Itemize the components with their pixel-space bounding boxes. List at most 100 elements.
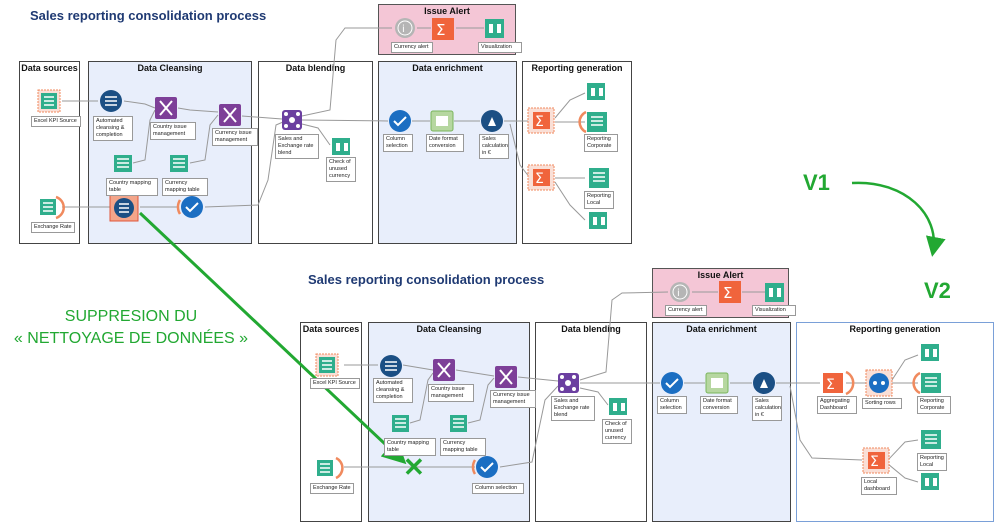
v1-wire [301, 123, 331, 146]
v1-formula-icon-currency [219, 104, 241, 126]
v1-info-icon: i [395, 18, 415, 38]
v1-label-rep-local: Reporting Local [584, 191, 614, 209]
v1-wire [177, 107, 219, 113]
v2-summarize-icon-agg: Σ [823, 370, 855, 396]
v1-label-datefmt: Date format conversion [426, 134, 464, 152]
v1-book-icon-excel [37, 89, 61, 113]
v2-label-currency-issue: Currency issue management [490, 390, 536, 408]
v2-label-rep-local: Reporting Local [917, 453, 947, 471]
v2-label-cur-alert: Currency alert [665, 305, 707, 316]
svg-text:Σ: Σ [870, 454, 879, 470]
v2-formula-icon-country [433, 359, 455, 381]
removal-line-2: « NETTOYAGE DE DONNÉES » [13, 330, 249, 347]
v1-formula-icon-country [155, 97, 177, 119]
v1-wire [509, 123, 531, 179]
v1-label-salescalc: Sales calculation in € [479, 134, 509, 159]
v2-wire [579, 387, 609, 406]
v1-select-icon-enrich [389, 110, 411, 132]
v2-select-icon-enrich [661, 372, 683, 394]
v1-label-currency-map: Currency mapping table [162, 178, 208, 196]
v1-datetime-icon [430, 110, 454, 132]
v1-wire [132, 109, 156, 164]
v1-book-icon-currency-map [170, 155, 188, 172]
v2-panel-reporting-title: Reporting generation [849, 324, 941, 334]
v2-label-agg: Aggregating Dashboard [817, 396, 857, 414]
v2-join-icon [558, 373, 579, 393]
v2-label-datefmt: Date format conversion [700, 396, 738, 414]
v2-label-visual: Visualization [752, 305, 796, 316]
v1-browse-icon-r2 [589, 212, 607, 229]
v1-browse-icon-r1 [587, 83, 605, 100]
removed-x-icon: ✕ [403, 452, 425, 482]
v2-wire [467, 377, 495, 424]
v1-summarize-icon-1: Σ [527, 107, 555, 134]
v2-title: Sales reporting consolidation process [308, 272, 545, 287]
v2-formula-icon-currency [495, 366, 517, 388]
v1-panel-reporting-title: Reporting generation [531, 63, 623, 73]
v1-browse-icon-check [332, 138, 350, 155]
v1-label-cur-alert: Currency alert [391, 42, 433, 53]
v2-browse-icon-r2 [921, 473, 939, 490]
v2-label-currency-map: Currency mapping table [440, 438, 486, 456]
v1-wire [241, 115, 283, 120]
v2-browse-icon-r1 [921, 344, 939, 361]
v2-label-local-dash: Local dashboard [861, 477, 897, 495]
v1-label-country-issue: Country issue management [150, 122, 196, 140]
v2-info-icon: i [670, 282, 690, 302]
svg-text:Σ: Σ [723, 284, 732, 302]
v2-wire [402, 364, 434, 371]
removal-annotation: SUPPRESION DU « NETTOYAGE DE DONNÉES » [6, 306, 256, 350]
v1-label-rep-corp: Reporting Corporate [584, 134, 618, 152]
v2-label-colsel: Column selection [657, 396, 687, 414]
v1-book-icon-country-map [114, 155, 132, 172]
v2-label-colsel-clean: Column selection [472, 483, 524, 494]
svg-text:Σ: Σ [535, 114, 544, 130]
v1-label-check: Check of unused currency [326, 157, 356, 182]
v2-report-icon-local [921, 430, 941, 449]
v2-book-icon-exchange [317, 456, 344, 480]
v2-browse-icon-alert [765, 283, 784, 302]
v1-select-icon-cleanse [176, 196, 203, 218]
v2-book-icon-country-map [392, 415, 409, 432]
v2-label-country-map: Country mapping table [384, 438, 436, 456]
v1-report-icon-corporate [578, 110, 607, 134]
v2-label-blend: Sales and Exchange rate blend [551, 396, 595, 421]
v2-summarize-icon-local: Σ [862, 447, 890, 474]
v2-label-country-issue: Country issue management [428, 384, 474, 402]
v1-label-excel: Excel KPI Source [31, 116, 81, 127]
v1-cleanse-icon-removed [109, 194, 139, 222]
v1-label-visual: Visualization [478, 42, 522, 53]
v2-panel-enrichment: Data enrichment [652, 322, 791, 522]
v2-book-icon-excel [315, 353, 339, 377]
v1-label-auto: Automated cleansing & completion [93, 116, 133, 141]
v1-label-currency-issue: Currency issue management [212, 128, 258, 146]
v2-panel-cleansing-title: Data Cleansing [416, 324, 482, 334]
v1-wire [301, 27, 392, 117]
v2-label-exchange: Exchange Rate [310, 483, 354, 494]
v2-panel-sources-title: Data sources [302, 324, 360, 334]
removal-line-1: SUPPRESION DU [64, 308, 198, 325]
v2-label-check: Check of unused currency [602, 419, 632, 444]
v1-panel-alert-title: Issue Alert [424, 6, 470, 16]
v2-label-sort: Sorting rows [862, 398, 902, 409]
v2-wire [499, 385, 559, 468]
version-arrow [851, 181, 946, 257]
v2-sort-icon [865, 369, 893, 397]
v2-wire [887, 463, 919, 483]
v1-join-icon [282, 110, 302, 130]
v1-panel-cleansing-title: Data Cleansing [137, 63, 203, 73]
removal-arrow [138, 211, 407, 465]
v2-panel-alert-title: Issue Alert [697, 270, 744, 280]
v2-wire [579, 291, 669, 381]
v1-panel-sources-title: Data sources [21, 63, 78, 73]
v2-wire [789, 385, 863, 461]
v1-wire [554, 92, 586, 119]
v1-wire [189, 114, 219, 164]
v2-wire [887, 439, 919, 461]
v2-panel-blending-title: Data blending [561, 324, 621, 334]
v1-wire [554, 181, 586, 221]
svg-text:Σ: Σ [826, 377, 835, 393]
v1-wire [301, 119, 389, 122]
v2-wire [409, 372, 434, 424]
